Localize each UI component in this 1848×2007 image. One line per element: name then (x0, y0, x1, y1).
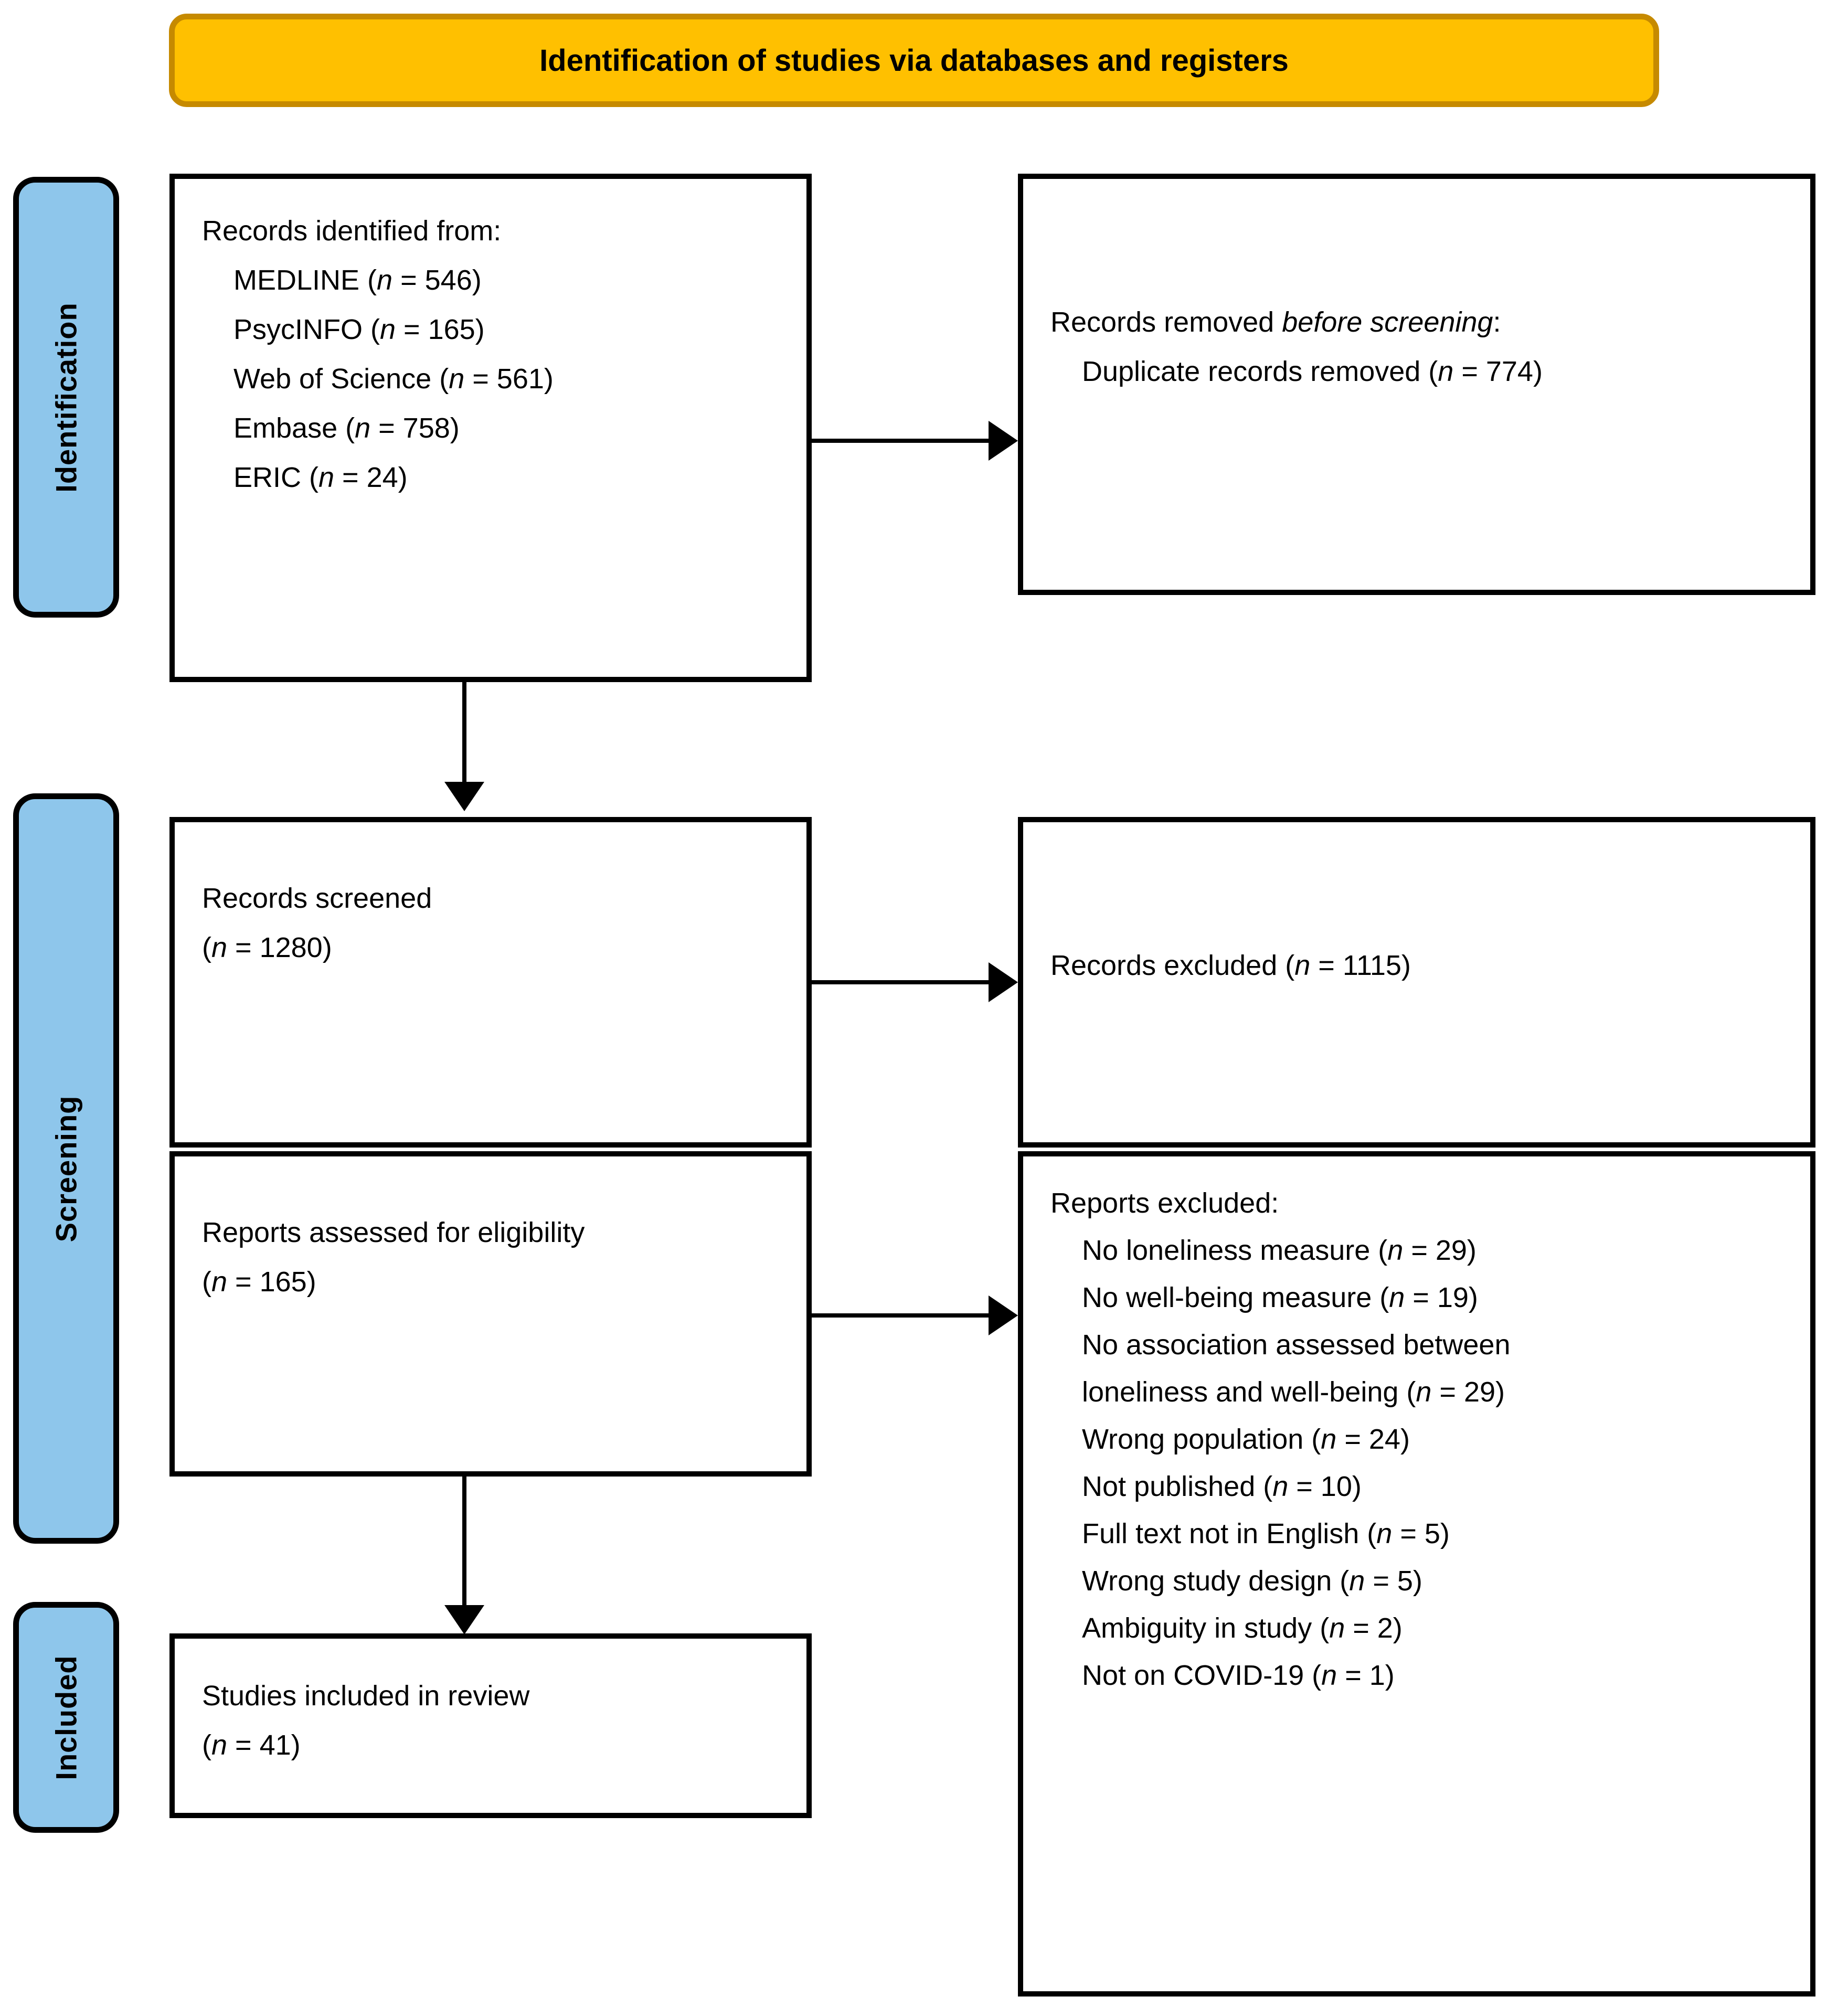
box-records-identified: Records identified from: MEDLINE (n = 54… (169, 174, 812, 682)
records-excluded-text: Records excluded (n = 1115) (1050, 950, 1411, 981)
box-records-removed: Records removed before screening: Duplic… (1018, 174, 1815, 595)
arrowhead-eligibility-to-reports-excluded (989, 1295, 1018, 1335)
reason-not-published: Not published (n = 10) (1082, 1471, 1362, 1502)
reason-not-on-covid19: Not on COVID-19 (n = 1) (1082, 1660, 1395, 1691)
studies-included-heading: Studies included in review (202, 1680, 530, 1712)
box-records-excluded: Records excluded (n = 1115) (1018, 817, 1815, 1148)
arrowhead-identified-to-removed (989, 421, 1018, 461)
box-reports-excluded: Reports excluded: No loneliness measure … (1018, 1151, 1815, 1997)
reports-assessed-heading: Reports assessed for eligibility (202, 1217, 585, 1248)
duplicate-records-removed: Duplicate records removed (n = 774) (1082, 356, 1543, 387)
connector-eligibility-to-included (462, 1477, 466, 1605)
records-removed-heading: Records removed before screening: (1050, 306, 1501, 338)
stage-label-screening: Screening (49, 1095, 83, 1242)
reason-wrong-population: Wrong population (n = 24) (1082, 1424, 1410, 1455)
box-reports-assessed: Reports assessed for eligibility (n = 16… (169, 1151, 812, 1477)
reason-no-loneliness-measure: No loneliness measure (n = 29) (1082, 1235, 1477, 1266)
reason-no-association-line2: loneliness and well-being (n = 29) (1082, 1376, 1505, 1408)
stage-tab-included: Included (13, 1602, 119, 1833)
connector-eligibility-to-reports-excluded (812, 1313, 989, 1318)
records-screened-count: (n = 1280) (202, 932, 332, 963)
arrowhead-eligibility-to-included (444, 1605, 484, 1634)
reports-excluded-heading: Reports excluded: (1050, 1187, 1279, 1219)
box-records-screened: Records screened (n = 1280) (169, 817, 812, 1148)
arrowhead-identified-to-screened (444, 782, 484, 811)
source-embase: Embase (n = 758) (233, 412, 460, 444)
reason-no-wellbeing-measure: No well-being measure (n = 19) (1082, 1282, 1478, 1313)
source-psycinfo: PsycINFO (n = 165) (233, 314, 485, 345)
studies-included-count: (n = 41) (202, 1729, 301, 1761)
reason-no-association-line1: No association assessed between (1082, 1329, 1511, 1361)
records-screened-heading: Records screened (202, 883, 432, 914)
connector-identified-to-removed (812, 439, 989, 443)
stage-tab-identification: Identification (13, 177, 119, 618)
reason-ambiguity-in-study: Ambiguity in study (n = 2) (1082, 1612, 1403, 1644)
source-web-of-science: Web of Science (n = 561) (233, 363, 554, 395)
stage-tab-screening: Screening (13, 793, 119, 1544)
reason-wrong-study-design: Wrong study design (n = 5) (1082, 1565, 1422, 1597)
reports-assessed-count: (n = 165) (202, 1266, 316, 1298)
records-identified-heading: Records identified from: (202, 215, 502, 247)
source-eric: ERIC (n = 24) (233, 462, 408, 493)
page-title: Identification of studies via databases … (539, 43, 1289, 78)
diagram-header-banner: Identification of studies via databases … (169, 14, 1659, 107)
connector-screened-to-excluded (812, 980, 989, 984)
stage-label-included: Included (49, 1654, 83, 1780)
reason-full-text-not-english: Full text not in English (n = 5) (1082, 1518, 1450, 1549)
arrowhead-screened-to-excluded (989, 962, 1018, 1002)
source-medline: MEDLINE (n = 546) (233, 264, 482, 296)
connector-identified-to-screened (462, 682, 466, 782)
stage-label-identification: Identification (49, 302, 83, 493)
box-studies-included: Studies included in review (n = 41) (169, 1633, 812, 1818)
